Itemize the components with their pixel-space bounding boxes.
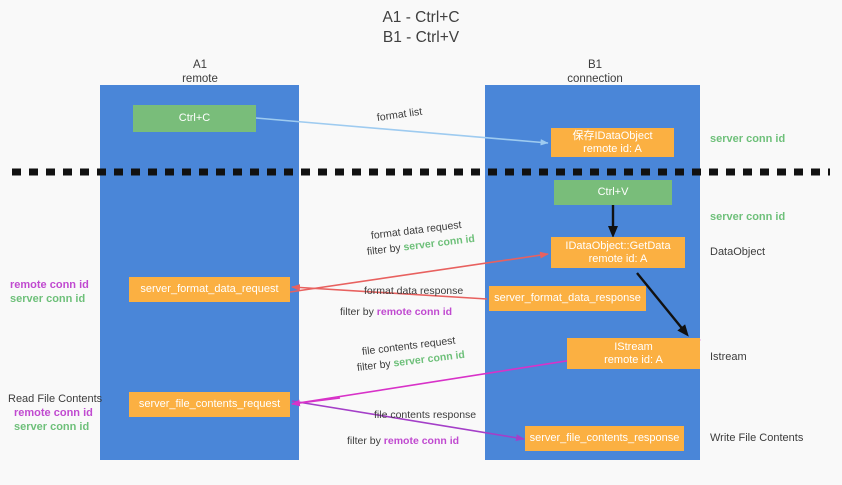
- box-ctrl-v-label: Ctrl+V: [597, 186, 629, 198]
- annotation-file-server-conn-id: server conn id: [14, 420, 102, 434]
- box-server-file-contents-response-label: server_file_contents_response: [529, 432, 680, 444]
- box-getdata[interactable]: IDataObject::GetData remote id: A: [551, 237, 685, 268]
- box-server-format-data-request[interactable]: server_format_data_request: [129, 277, 290, 302]
- box-server-file-contents-request[interactable]: server_file_contents_request: [129, 392, 290, 417]
- column-header-b1-sub: connection: [567, 73, 623, 85]
- box-save-idataobject[interactable]: 保存IDataObject remote id: A: [551, 128, 674, 157]
- edge-label-format-list-text: format list: [376, 105, 423, 124]
- title-line-1: A1 - Ctrl+C: [382, 9, 460, 26]
- annotation-server-conn-id-top-text: server conn id: [710, 133, 786, 145]
- arrow-file-contents-request-tail: [291, 397, 341, 407]
- column-header-b1: B1 connection: [525, 58, 665, 86]
- box-ctrl-v[interactable]: Ctrl+V: [554, 180, 672, 205]
- annotation-write-file-contents-text: Write File Contents: [710, 432, 804, 444]
- edge-label-format-data-response: format data response: [364, 284, 463, 298]
- box-save-idataobject-label-2: remote id: A: [583, 142, 642, 155]
- box-ctrl-c[interactable]: Ctrl+C: [133, 105, 256, 132]
- annotation-istream-text: Istream: [710, 351, 747, 363]
- arrow-format-list: [255, 117, 549, 146]
- edge-label-format-data-response-filter-value: remote conn id: [376, 306, 453, 318]
- box-istream[interactable]: IStream remote id: A: [567, 338, 700, 369]
- box-save-idataobject-label-1: 保存IDataObject: [572, 129, 653, 142]
- edge-label-format-list: format list: [376, 105, 423, 125]
- annotation-file-remote-conn-id-text: remote conn id: [14, 407, 93, 419]
- edge-label-file-contents-response-filter: filter by remote conn id: [347, 434, 459, 448]
- annotation-file-remote-conn-id: remote conn id: [14, 406, 102, 420]
- box-istream-label-2: remote id: A: [604, 353, 663, 366]
- annotation-dataobject: DataObject: [710, 245, 765, 259]
- column-header-a1: A1 remote: [130, 58, 270, 86]
- annotation-format-server-conn-id: server conn id: [10, 292, 89, 306]
- column-header-a1-name: A1: [192, 59, 208, 71]
- annotation-dataobject-text: DataObject: [710, 246, 766, 258]
- edge-label-format-data-request-filter-prefix: filter by: [366, 241, 405, 258]
- annotation-read-file-contents-title: Read File Contents: [8, 392, 102, 406]
- edge-label-format-data-response-filter-prefix: filter by: [340, 306, 377, 318]
- annotation-read-file-contents-title-text: Read File Contents: [8, 393, 103, 405]
- edge-label-format-data-response-text: format data response: [364, 285, 464, 297]
- box-getdata-label-2: remote id: A: [588, 252, 648, 265]
- diagram-title: A1 - Ctrl+C B1 - Ctrl+V: [0, 8, 842, 48]
- annotation-read-file-contents-block: Read File Contents remote conn id server…: [8, 392, 102, 434]
- box-server-file-contents-request-label: server_file_contents_request: [138, 398, 281, 410]
- box-istream-label-1: IStream: [614, 340, 653, 353]
- box-server-format-data-response-label: server_format_data_response: [494, 292, 641, 304]
- annotation-server-conn-id-top: server conn id: [710, 132, 785, 146]
- edge-label-format-data-response-filter: filter by remote conn id: [340, 305, 452, 319]
- annotation-format-conn-ids: remote conn id server conn id: [10, 278, 89, 306]
- annotation-format-remote-conn-id: remote conn id: [10, 278, 89, 292]
- annotation-format-server-conn-id-text: server conn id: [10, 293, 86, 305]
- annotation-istream: Istream: [710, 350, 747, 364]
- column-header-b1-name: B1: [587, 59, 603, 71]
- annotation-server-conn-id-mid-text: server conn id: [710, 211, 786, 223]
- annotation-file-server-conn-id-text: server conn id: [14, 421, 90, 433]
- annotation-format-remote-conn-id-text: remote conn id: [10, 279, 89, 291]
- annotation-server-conn-id-mid: server conn id: [710, 210, 785, 224]
- box-getdata-label-1: IDataObject::GetData: [565, 239, 671, 252]
- box-server-format-data-response[interactable]: server_format_data_response: [489, 286, 646, 311]
- column-header-a1-sub: remote: [182, 73, 218, 85]
- edge-label-file-contents-response-text: file contents response: [374, 409, 477, 421]
- box-server-file-contents-response[interactable]: server_file_contents_response: [525, 426, 684, 451]
- edge-label-file-contents-response-filter-value: remote conn id: [383, 435, 460, 447]
- annotation-write-file-contents: Write File Contents: [710, 431, 803, 445]
- box-server-format-data-request-label: server_format_data_request: [140, 283, 279, 295]
- box-ctrl-c-label: Ctrl+C: [178, 112, 211, 124]
- edge-label-file-contents-request-filter-prefix: filter by: [356, 357, 395, 374]
- edge-label-file-contents-response: file contents response: [374, 408, 476, 422]
- title-line-2: B1 - Ctrl+V: [382, 29, 460, 46]
- edge-label-file-contents-response-filter-prefix: filter by: [347, 435, 384, 447]
